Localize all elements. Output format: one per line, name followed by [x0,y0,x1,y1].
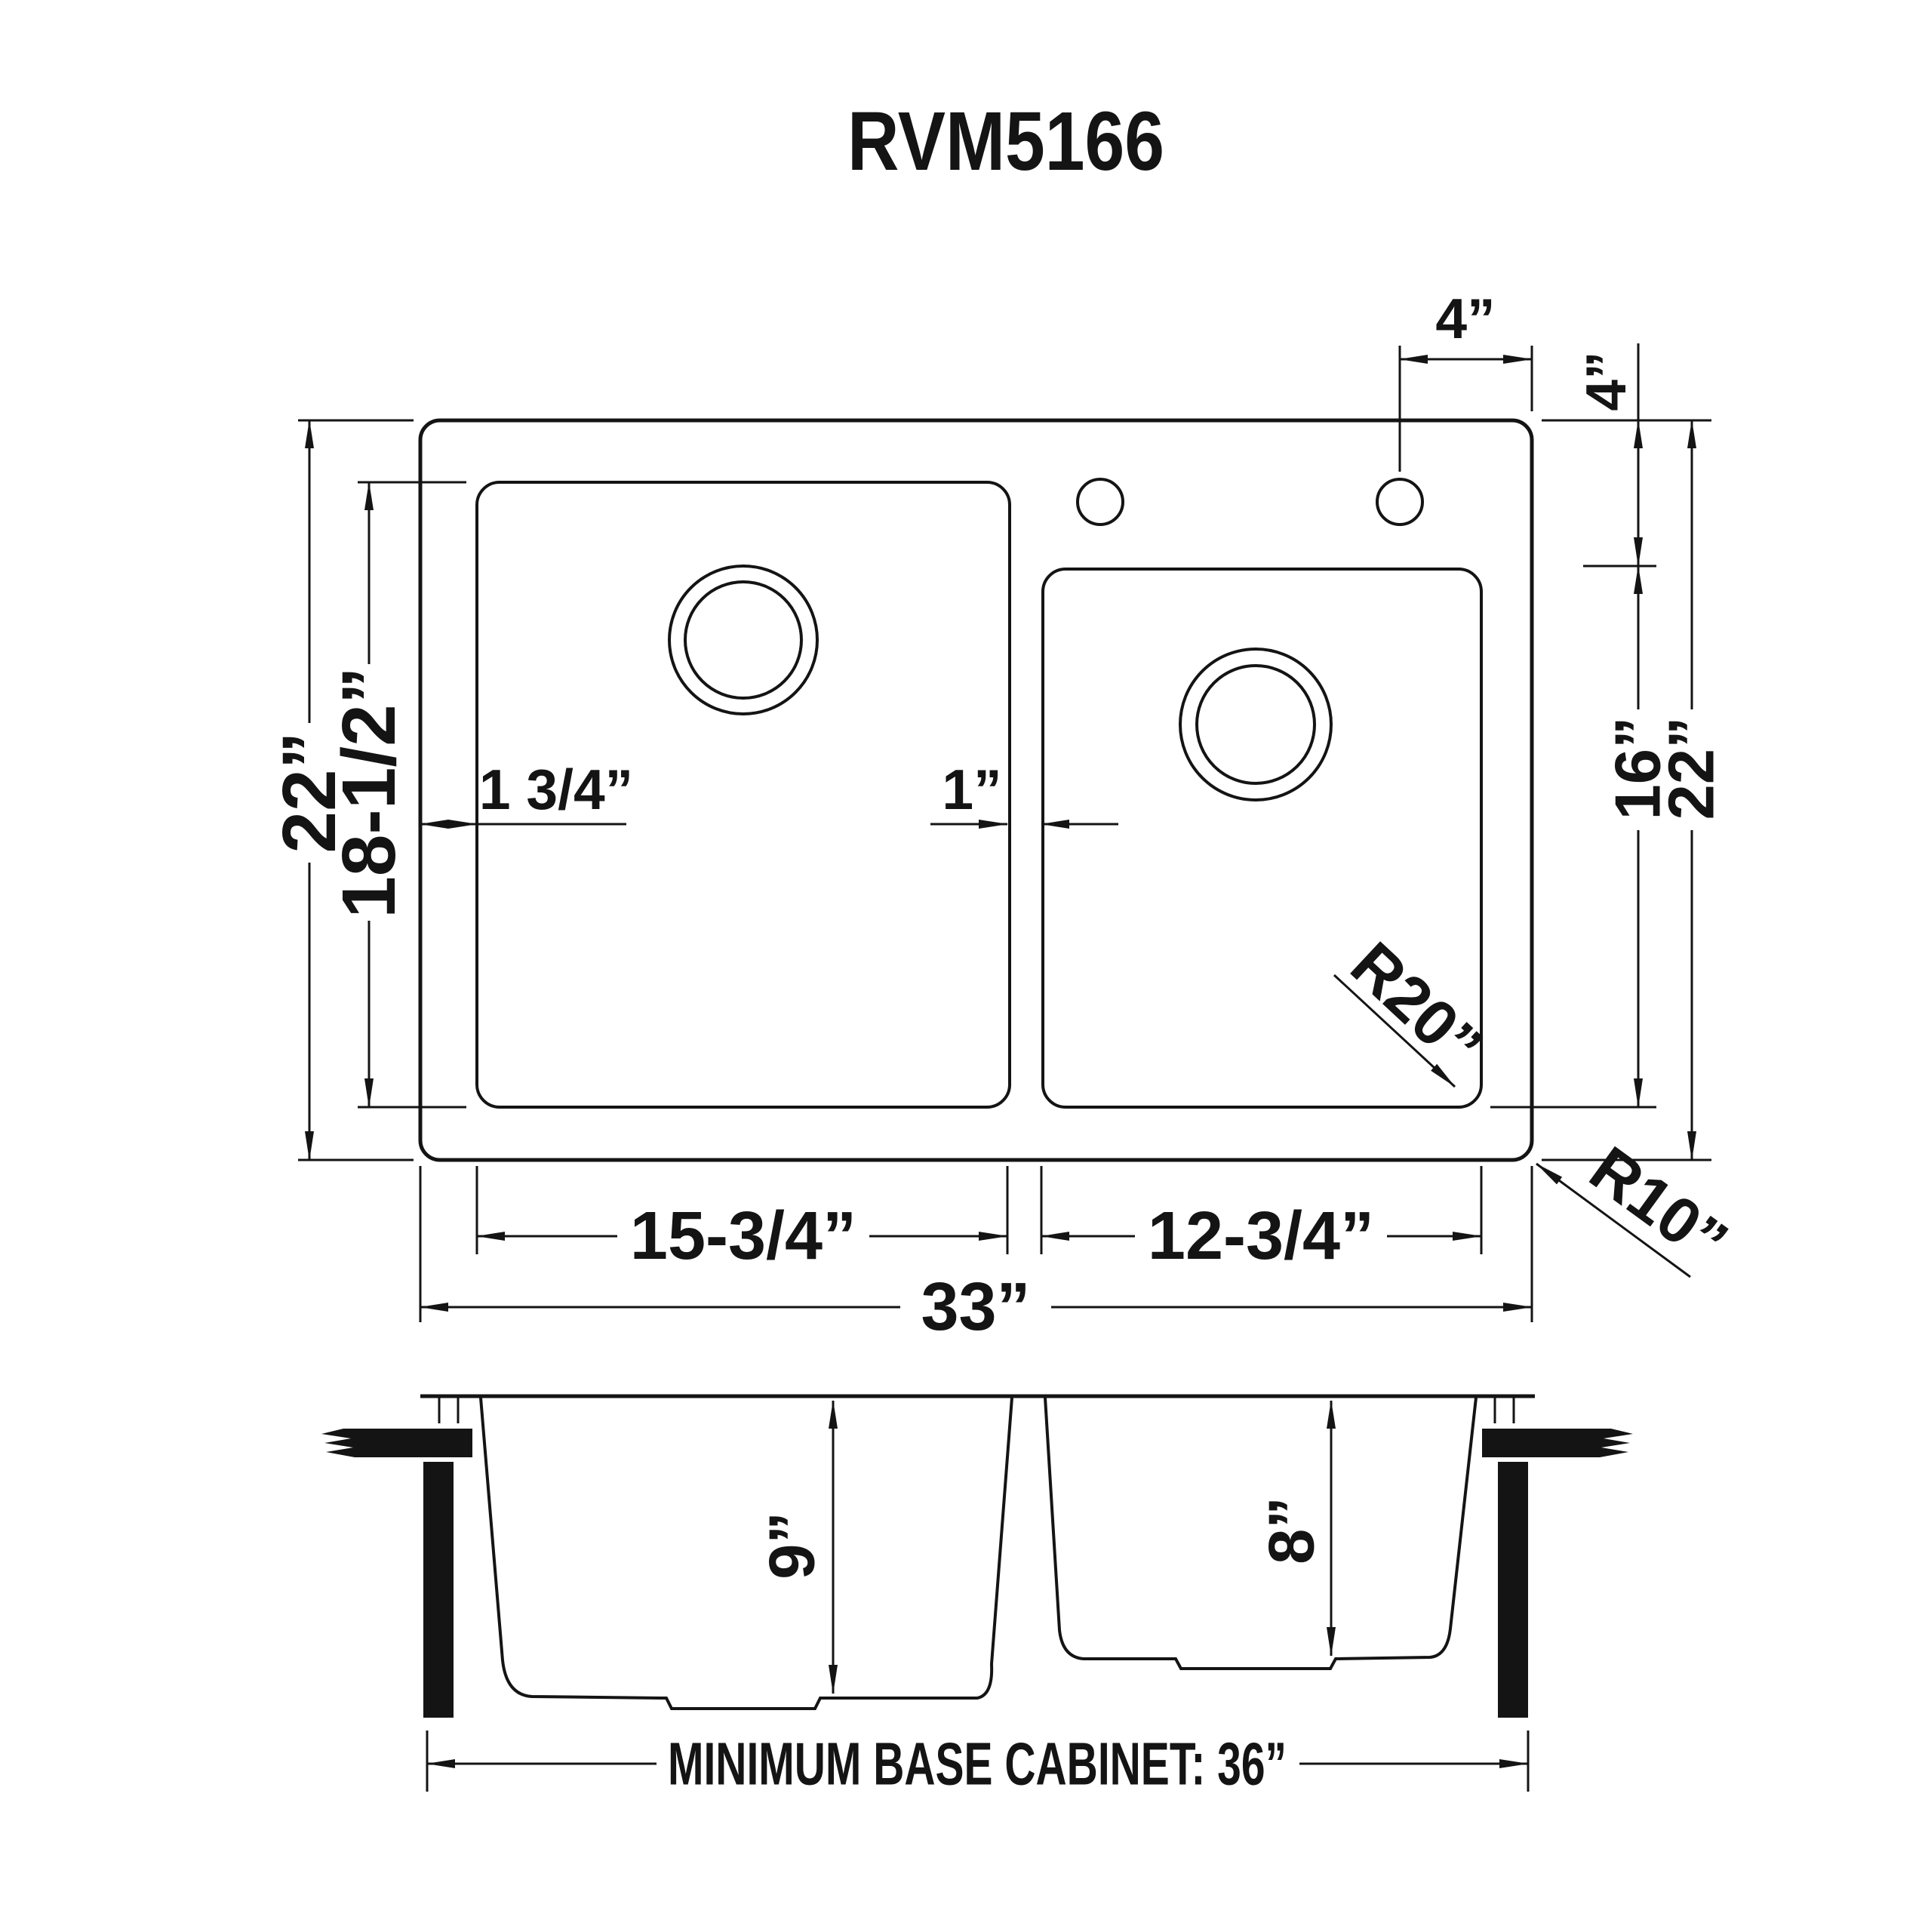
dim-right-bowl-width: 12-3/4” [1040,1166,1483,1280]
leader-sink-corner-radius: R10” [1536,1133,1740,1279]
label-sink-corner-radius: R10” [1577,1133,1740,1278]
cabinet-wall-right [1498,1462,1528,1718]
dim-base-cabinet: MINIMUM BASE CABINET: 36” [426,1730,1530,1798]
dim-right-bowl-height: 16” [1490,565,1674,1109]
left-drain-inner [684,580,803,700]
page-title: RVM5166 [847,95,1164,188]
label-overall-depth-right: 22” [1656,716,1728,820]
dim-overall-width: 33” [419,1166,1533,1351]
right-drain-inner [1195,664,1316,785]
label-left-bowl-width: 15-3/4” [630,1198,856,1274]
label-left-depth: 9” [757,1512,829,1580]
label-left-bowl-inset: 1 3/4” [479,758,633,821]
faucet-hole-right [1376,478,1424,526]
cabinet-wall-left [423,1462,454,1718]
left-drain-outer [668,565,819,715]
section-view: 9” 8” MINIMUM BASE CABINET: 36” [321,1394,1633,1798]
label-overall-width: 33” [921,1269,1030,1345]
bowl-section-profile [479,1397,1478,1710]
label-right-depth: 8” [1256,1497,1328,1564]
dim-left-bowl-depth-section: 9” [757,1400,838,1694]
plan-view [418,418,1534,1162]
right-bowl [1041,568,1483,1109]
dim-left-bowl-inset: 1 3/4” [420,758,633,829]
label-bowl-corner-radius: R20” [1337,929,1496,1084]
dim-faucet-hole-setback: 4” [1542,343,1711,568]
label-left-bowl-depth: 18-1/2” [327,666,411,918]
leader-bowl-corner-radius: R20” [1333,929,1496,1088]
label-divider-width: 1” [942,758,1001,821]
label-faucet-hole-spacing: 4” [1435,287,1495,350]
label-right-bowl-width: 12-3/4” [1148,1198,1374,1274]
dim-faucet-hole-spacing: 4” [1398,287,1533,472]
label-base-cabinet: MINIMUM BASE CABINET: 36” [668,1730,1287,1798]
label-faucet-hole-setback: 4” [1574,351,1637,411]
dim-right-bowl-depth-section: 8” [1256,1400,1336,1657]
faucet-hole-left [1076,478,1124,526]
countertop-cut-left [321,1429,472,1457]
label-overall-depth-left: 22” [267,731,352,853]
right-drain-outer [1179,648,1333,801]
dim-left-bowl-depth: 18-1/2” [327,481,466,1109]
dim-left-bowl-width: 15-3/4” [475,1166,1009,1280]
dim-overall-depth-right: 22” [1542,420,1728,1161]
countertop-cut-right [1482,1429,1633,1457]
dim-divider-width: 1” [930,758,1118,829]
dim-overall-depth-left: 22” [267,419,414,1161]
sink-outline [418,418,1534,1162]
left-bowl [475,481,1011,1109]
